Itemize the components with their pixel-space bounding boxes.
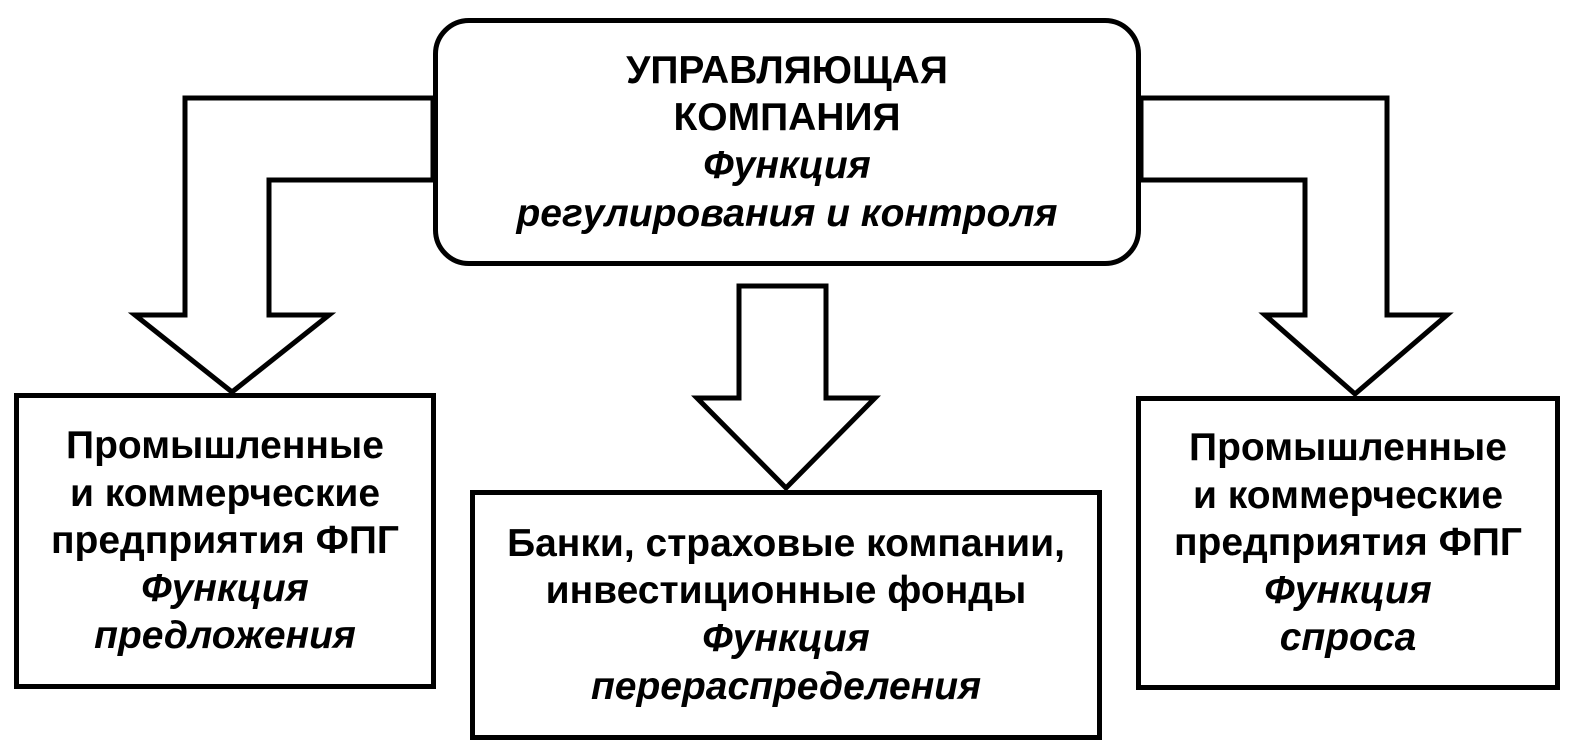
financial-institutions-function: Функция перераспределения	[590, 617, 982, 708]
managing-company-title: УПРАВЛЯЮЩАЯ КОМПАНИЯ	[626, 48, 948, 140]
arrow-to-center-box	[691, 283, 881, 492]
enterprises-demand-function: Функция спроса	[1264, 568, 1432, 660]
enterprises-supply-box: Промышленные и коммерческие предприятия …	[14, 393, 436, 689]
financial-institutions-box: Банки, страховые компании, инвестиционны…	[470, 490, 1102, 740]
enterprises-supply-title: Промышленные и коммерческие предприятия …	[50, 424, 400, 563]
arrow-to-left-box	[127, 95, 436, 396]
arrow-to-right-box	[1138, 95, 1454, 398]
enterprises-supply-function: Функция предложения	[94, 566, 356, 658]
managing-company-box: УПРАВЛЯЮЩАЯ КОМПАНИЯ Функция регулирован…	[433, 18, 1141, 266]
enterprises-demand-box: Промышленные и коммерческие предприятия …	[1136, 396, 1560, 690]
enterprises-demand-title: Промышленные и коммерческие предприятия …	[1173, 426, 1523, 565]
managing-company-function: Функция регулирования и контроля	[516, 144, 1058, 235]
financial-institutions-title: Банки, страховые компании, инвестиционны…	[507, 521, 1065, 613]
